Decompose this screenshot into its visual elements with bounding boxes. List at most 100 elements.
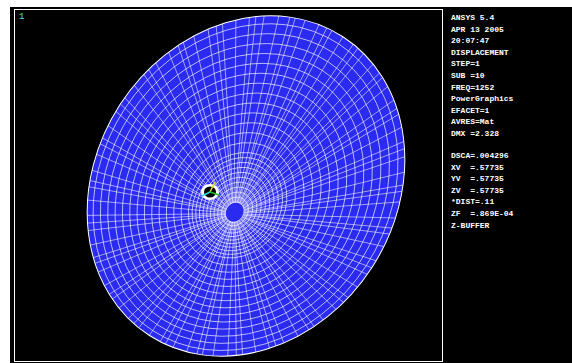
status-text: EFACET=1 <box>451 107 489 115</box>
axis-triad <box>210 182 215 192</box>
mesh-spoke <box>96 134 226 230</box>
mesh-ring <box>74 17 413 363</box>
mesh-spoke <box>170 16 329 203</box>
mesh-ring <box>42 0 447 363</box>
mesh-spoke <box>226 30 347 203</box>
mesh-spoke <box>242 194 371 291</box>
mesh-spoke <box>244 94 404 266</box>
mesh-spoke <box>242 43 364 216</box>
status-text: PowerGraphics <box>451 95 513 103</box>
mesh-spoke <box>90 140 226 251</box>
mesh-spoke <box>242 200 367 291</box>
mesh-spoke <box>244 126 402 279</box>
status-text: DISPLACEMENT <box>451 49 509 57</box>
mesh-spoke <box>163 222 272 355</box>
status-text: DMX =2.328 <box>451 130 499 138</box>
mesh-spoke <box>152 20 318 203</box>
mesh-spoke <box>244 111 404 273</box>
mesh-spoke <box>182 222 309 352</box>
mesh-spoke <box>233 219 351 302</box>
mesh-spoke <box>241 40 353 208</box>
mesh-spoke <box>89 142 226 257</box>
mesh-lines <box>23 0 468 363</box>
mesh-spoke <box>128 203 228 334</box>
mesh-ring <box>95 43 389 348</box>
mesh-ring <box>105 56 377 338</box>
mesh-spoke <box>144 24 312 203</box>
mesh-spoke <box>243 162 389 288</box>
mesh-spoke <box>98 175 226 315</box>
mesh-ring <box>32 0 460 363</box>
view-text: YV =.57735 <box>451 175 504 183</box>
mesh-spoke <box>242 46 373 223</box>
mesh-spoke <box>181 16 334 202</box>
mesh-spoke <box>123 42 290 204</box>
status-text: STEP=1 <box>451 60 480 68</box>
mesh-spoke <box>117 52 281 204</box>
mesh-spoke <box>165 17 326 203</box>
hub-ring <box>201 184 219 200</box>
disc-model <box>23 0 468 363</box>
mesh-spoke <box>90 162 226 298</box>
mesh-spoke <box>190 17 338 202</box>
axis-triad <box>202 192 210 196</box>
mesh-spoke <box>87 151 225 278</box>
mesh-spoke <box>244 134 400 281</box>
axis-triad <box>210 192 219 195</box>
window-number: 1 <box>19 13 24 22</box>
status-text: FREQ=1252 <box>451 84 494 92</box>
status-text: APR 13 2005 <box>451 26 504 34</box>
status-text: ANSYS 5.4 <box>451 14 494 22</box>
mesh-ring <box>84 30 400 358</box>
mesh-spoke <box>192 221 322 346</box>
mesh-spoke <box>136 29 305 203</box>
mesh-ring <box>53 0 436 363</box>
mesh-spoke <box>105 98 247 207</box>
mesh-spoke <box>121 45 287 204</box>
view-text: XV =.57735 <box>451 164 504 172</box>
mesh-spoke <box>105 104 243 207</box>
mesh-spoke <box>100 132 226 220</box>
mesh-spoke <box>92 138 226 244</box>
mesh-spoke <box>214 25 345 204</box>
view-text: ZF =.869E-04 <box>451 210 513 218</box>
mesh-spoke <box>244 99 405 268</box>
view-text: DSCA=.004296 <box>451 152 509 160</box>
mesh-spoke <box>107 85 256 206</box>
mesh-spoke <box>171 222 291 356</box>
mesh-spoke <box>93 168 226 306</box>
mesh-spoke <box>244 89 404 263</box>
mesh-ring <box>116 69 365 328</box>
mesh-ring <box>63 4 424 363</box>
mesh-spoke <box>155 221 241 344</box>
status-text: 20:07:47 <box>451 37 489 45</box>
mesh-spoke <box>105 111 238 207</box>
mesh-spoke <box>243 187 376 291</box>
mesh-spoke <box>174 222 297 356</box>
mesh-spoke <box>161 17 324 202</box>
mesh-spoke <box>213 220 340 326</box>
mesh-spoke <box>104 182 226 321</box>
mesh-spoke <box>105 126 229 209</box>
disc-surface <box>23 0 468 363</box>
mesh-spoke <box>228 219 349 309</box>
mesh-spoke <box>88 146 226 267</box>
status-text: SUB =10 <box>451 72 485 80</box>
view-text: Z-BUFFER <box>451 222 489 230</box>
status-text: AVRES=Mat <box>451 118 494 126</box>
mesh-spoke <box>202 20 342 203</box>
mesh-spoke <box>244 121 403 277</box>
panel-divider <box>442 9 443 362</box>
mesh-spoke <box>139 211 229 337</box>
view-text: ZV =.57735 <box>451 187 504 195</box>
center-hub <box>201 182 219 200</box>
mesh-spoke <box>134 207 229 336</box>
mesh-spoke <box>221 28 346 203</box>
mesh-spoke <box>194 18 339 203</box>
mesh-spoke <box>243 50 380 229</box>
mesh-spoke <box>196 221 326 343</box>
mesh-spoke <box>203 221 333 336</box>
view-text: *DIST=.11 <box>451 198 494 206</box>
mesh-spoke <box>244 68 397 248</box>
